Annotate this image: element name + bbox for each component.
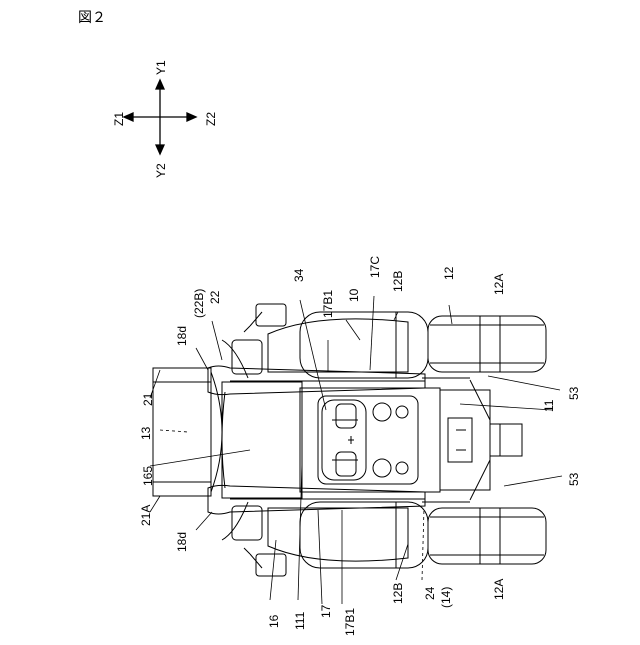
ref-53-bottom: 53: [567, 472, 581, 486]
ref-22b: (22B): [192, 289, 206, 318]
operator-seat-area: [318, 396, 418, 484]
wheel-top: [428, 316, 546, 372]
fender-top: [268, 319, 408, 372]
axis-label-up: Y1: [154, 60, 168, 75]
seat: [322, 400, 366, 480]
direction-compass: [124, 80, 196, 154]
ref-22: 22: [208, 290, 222, 304]
axis-label-down: Y2: [154, 163, 168, 178]
boom-arm-bottom: [208, 485, 425, 514]
ref-12a-bottom: 12A: [492, 579, 506, 600]
ref-111: 111: [293, 611, 307, 630]
track-frame-top: [300, 312, 428, 378]
ref-24: 24: [423, 586, 437, 600]
ref-16: 16: [267, 614, 281, 628]
ref-53-top: 53: [567, 386, 581, 400]
figure-label: 図２: [78, 9, 106, 25]
ref-17: 17: [319, 604, 333, 618]
ref-34: 34: [292, 268, 306, 282]
ref-12: 12: [442, 266, 456, 280]
rear-counterweight: [490, 424, 522, 456]
mirror-top: [244, 304, 286, 332]
axis-label-left: Z1: [112, 112, 126, 126]
ref-10: 10: [347, 288, 361, 302]
ref-17b1-top: 17B1: [321, 290, 335, 318]
machine-drawing: [153, 304, 546, 576]
wheel-bottom: [428, 508, 546, 564]
ref-18d-bottom: 18d: [175, 532, 189, 552]
ref-165: 165: [141, 466, 155, 486]
axis-label-right: Z2: [204, 112, 218, 126]
ref-21: 21: [141, 392, 155, 406]
cabin: [300, 388, 440, 492]
mirror-bottom: [244, 548, 286, 576]
ref-14: (14): [439, 587, 453, 608]
ref-11: 11: [542, 399, 556, 412]
ref-21a: 21A: [139, 505, 153, 526]
ref-12b-top: 12B: [391, 271, 405, 292]
bucket: [153, 368, 211, 496]
ref-18d-top: 18d: [175, 326, 189, 346]
ref-17c: 17C: [368, 256, 382, 278]
ref-12b-bottom: 12B: [391, 583, 405, 604]
ref-12a-top: 12A: [492, 274, 506, 295]
ref-13: 13: [139, 426, 153, 440]
ref-17b1-bottom: 17B1: [343, 608, 357, 636]
fender-bottom: [268, 508, 408, 561]
front-frame: [222, 382, 302, 498]
